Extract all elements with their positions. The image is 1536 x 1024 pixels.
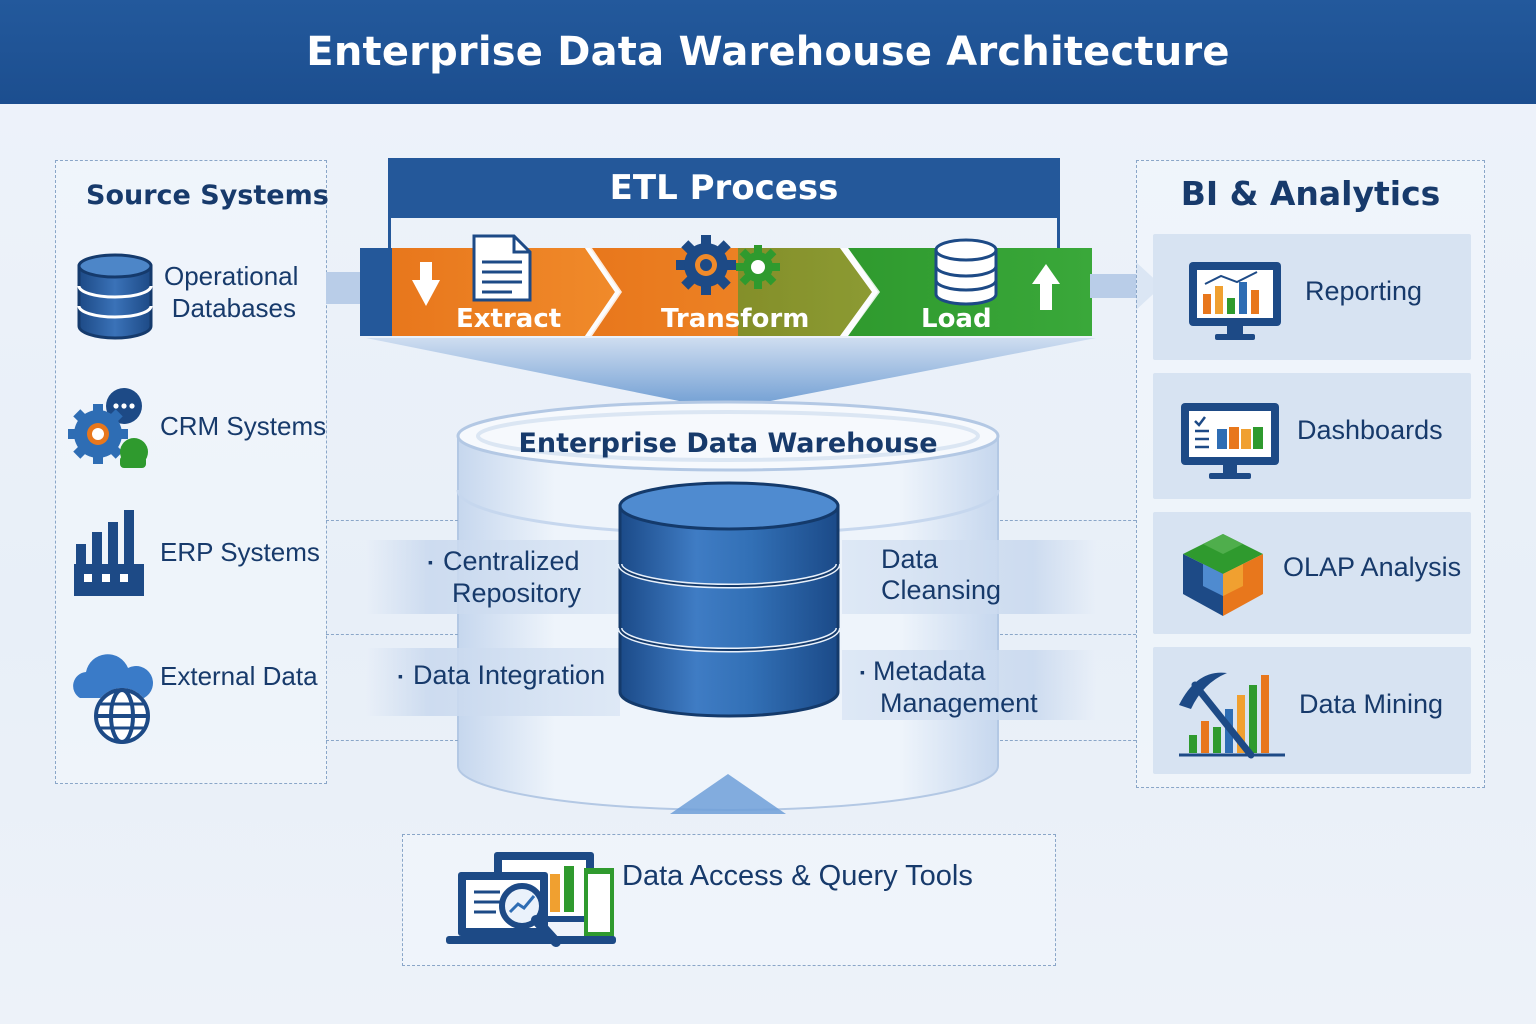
- bi-label: Reporting: [1305, 276, 1423, 306]
- feature-label: Centralized: [442, 546, 580, 576]
- source-label: CRM Systems: [160, 411, 327, 441]
- feature-data-integration: ▪Data Integration: [398, 660, 606, 690]
- etl-bracket-left: [388, 218, 391, 258]
- database-up-arrow-icon: [934, 238, 1060, 310]
- etl-step-label-load: Load: [921, 304, 992, 334]
- bi-label: OLAP Analysis: [1283, 552, 1462, 582]
- olap-cube-icon: [1183, 534, 1263, 616]
- etl-step-label-extract: Extract: [456, 304, 562, 334]
- arrow-access-to-warehouse: [670, 774, 786, 814]
- bi-item-reporting[interactable]: Reporting: [1153, 234, 1471, 360]
- etl-title: ETL Process: [609, 168, 839, 208]
- source-label: Databases: [171, 293, 296, 323]
- source-label: External Data: [160, 661, 318, 691]
- pickaxe-chart-icon: [1179, 672, 1285, 759]
- bi-item-data-mining[interactable]: Data Mining: [1153, 647, 1471, 774]
- source-item-external-data[interactable]: External Data: [66, 650, 322, 750]
- feature-metadata-management: ▪Metadata Management: [860, 656, 1038, 719]
- feature-band: [366, 540, 620, 614]
- crm-gears-chat-icon: [68, 388, 148, 468]
- source-label: Operational: [164, 261, 299, 291]
- feature-label: Management: [880, 688, 1038, 719]
- etl-step-label-transform: Transform: [661, 304, 810, 334]
- factory-icon: [74, 510, 144, 596]
- source-systems-title: Source Systems: [86, 180, 329, 211]
- bi-analytics-title: BI & Analytics: [1180, 174, 1441, 213]
- feature-band: [366, 648, 620, 716]
- page-title: Enterprise Data Warehouse Architecture: [306, 29, 1230, 75]
- monitor-bar-chart-icon: [1189, 262, 1281, 340]
- monitor-dashboard-icon: [1181, 403, 1279, 479]
- connector-line: [1000, 634, 1136, 635]
- feature-label: Metadata: [872, 656, 986, 686]
- connector-line: [326, 520, 458, 521]
- source-item-crm-systems[interactable]: CRM Systems: [68, 386, 326, 476]
- bi-item-olap-analysis[interactable]: OLAP Analysis: [1153, 512, 1471, 634]
- feature-data-cleansing: Data Cleansing: [881, 544, 1001, 606]
- connector-line: [1000, 740, 1136, 741]
- bi-label: Dashboards: [1297, 415, 1443, 445]
- etl-to-warehouse-funnel: [366, 338, 1096, 410]
- source-item-erp-systems[interactable]: ERP Systems: [72, 508, 322, 598]
- central-database-icon: [617, 481, 841, 718]
- bi-item-dashboards[interactable]: Dashboards: [1153, 373, 1471, 499]
- data-access-label: Data Access & Query Tools: [622, 860, 973, 892]
- etl-bracket-right: [1057, 218, 1060, 258]
- feature-band: [842, 540, 1096, 614]
- bi-label: Data Mining: [1299, 689, 1444, 719]
- gears-icon: [676, 235, 780, 295]
- laptop-magnifier-icon: [446, 852, 616, 947]
- feature-label: Data: [881, 544, 939, 574]
- etl-title-bar: ETL Process: [388, 158, 1060, 218]
- connector-line: [326, 740, 458, 741]
- source-label: ERP Systems: [160, 537, 320, 567]
- connector-line: [1000, 520, 1136, 521]
- header-bar: Enterprise Data Warehouse Architecture: [0, 0, 1536, 104]
- feature-centralized-repository: ▪Centralized Repository: [428, 546, 582, 609]
- feature-label: Cleansing: [881, 575, 1002, 605]
- feature-label: Data Integration: [412, 660, 606, 690]
- feature-label: Repository: [452, 578, 582, 609]
- connector-line: [326, 634, 458, 635]
- database-icon: [77, 253, 153, 340]
- arrow-source-to-etl: [326, 272, 366, 304]
- warehouse-title: Enterprise Data Warehouse: [518, 428, 938, 459]
- cloud-globe-icon: [73, 654, 153, 744]
- document-down-arrow-icon: [412, 234, 532, 306]
- feature-band: [842, 650, 1096, 720]
- source-item-operational-databases[interactable]: Operational Databases: [76, 252, 316, 342]
